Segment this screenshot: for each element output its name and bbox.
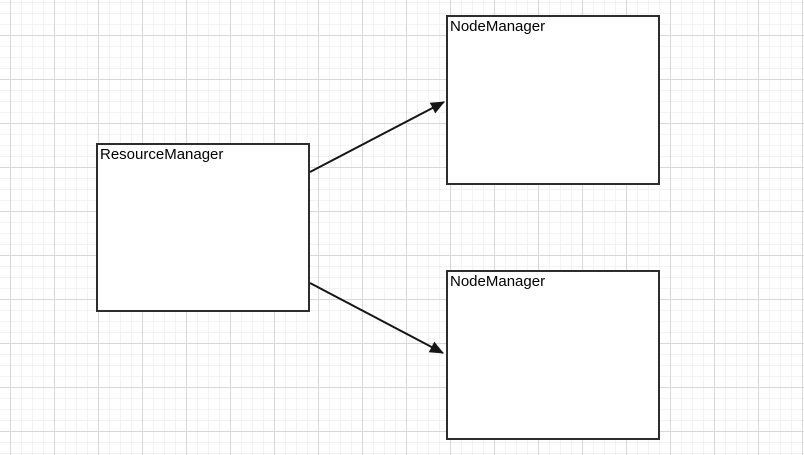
edge-resource-manager-to-node-manager-bottom[interactable] xyxy=(309,282,444,354)
node-resource-manager[interactable]: ResourceManager xyxy=(96,143,310,312)
node-resource-manager-label: ResourceManager xyxy=(100,146,224,163)
edge-resource-manager-to-node-manager-top[interactable] xyxy=(309,101,445,173)
node-node-manager-top-label: NodeManager xyxy=(450,18,546,35)
node-node-manager-bottom[interactable]: NodeManager xyxy=(446,270,660,440)
node-node-manager-bottom-label: NodeManager xyxy=(450,273,546,290)
node-node-manager-top[interactable]: NodeManager xyxy=(446,15,660,185)
